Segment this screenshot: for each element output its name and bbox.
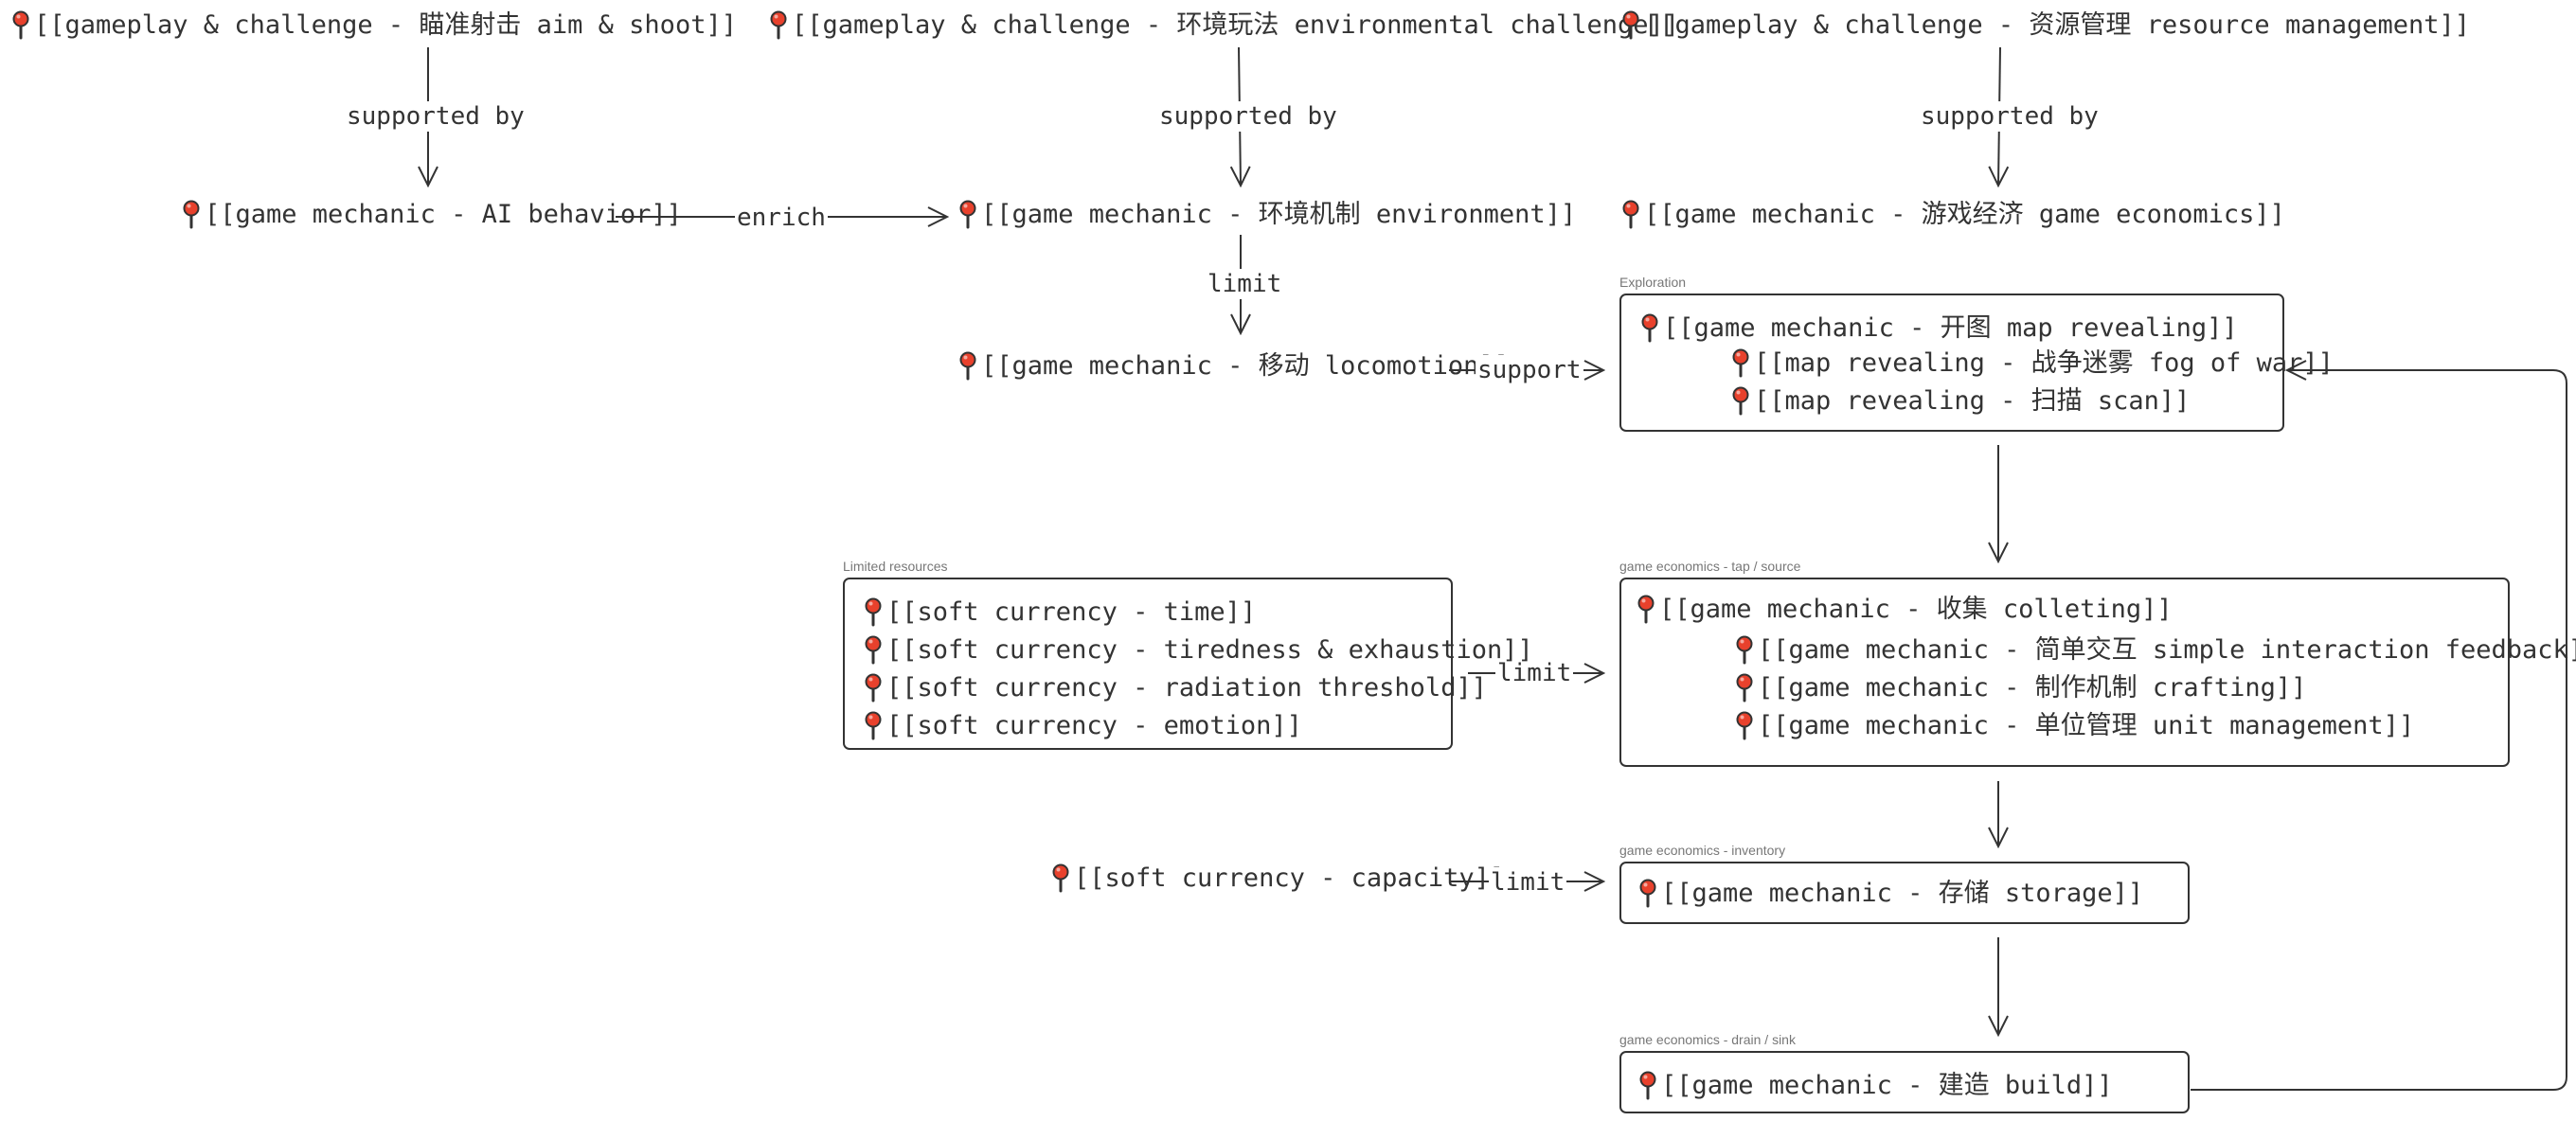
group-title-exploration: Exploration xyxy=(1619,275,1687,290)
node-locomotion[interactable]: [[game mechanic - 移动 locomotion]] xyxy=(958,349,1510,383)
map-pin-icon xyxy=(1051,862,1072,896)
node-label: [[soft currency - radiation threshold]] xyxy=(886,673,1487,703)
node-label: [[game mechanic - AI behavior]] xyxy=(205,200,682,229)
node-label: [[game mechanic - 简单交互 simple interactio… xyxy=(1758,635,2576,665)
edge-label-supported-by: supported by xyxy=(1919,101,2101,132)
node-crafting[interactable]: [[game mechanic - 制作机制 crafting]] xyxy=(1735,671,2306,705)
node-label: [[game mechanic - 制作机制 crafting]] xyxy=(1758,673,2307,703)
edge-label-limit: limit xyxy=(1206,269,1284,299)
edge-sink-loop-exploration xyxy=(2191,370,2567,1091)
node-time[interactable]: [[soft currency - time]] xyxy=(864,596,1256,630)
node-label: [[game mechanic - 游戏经济 game economics]] xyxy=(1644,200,2285,229)
node-map-revealing[interactable]: [[game mechanic - 开图 map revealing]] xyxy=(1640,311,2238,346)
node-ai-behavior[interactable]: [[game mechanic - AI behavior]] xyxy=(182,198,682,232)
node-label: [[gameplay & challenge - 环境玩法 environmen… xyxy=(792,10,1680,40)
edge-label-limit: limit xyxy=(1495,658,1574,688)
edge-label-limit: limit xyxy=(1489,867,1567,898)
node-label: [[soft currency - time]] xyxy=(886,597,1257,627)
map-pin-icon xyxy=(1621,9,1642,43)
node-label: [[map revealing - 战争迷雾 fog of war]] xyxy=(1754,348,2334,378)
group-title-inventory: game economics - inventory xyxy=(1619,843,1786,858)
node-label: [[game mechanic - 单位管理 unit management]] xyxy=(1758,711,2415,740)
node-radiation[interactable]: [[soft currency - radiation threshold]] xyxy=(864,671,1487,705)
node-unit-management[interactable]: [[game mechanic - 单位管理 unit management]] xyxy=(1735,709,2414,743)
group-title-limited-resources: Limited resources xyxy=(843,559,948,574)
map-pin-icon xyxy=(864,633,885,667)
map-pin-icon xyxy=(958,349,979,383)
node-capacity[interactable]: [[soft currency - capacity]] xyxy=(1051,862,1505,896)
map-pin-icon xyxy=(1638,1069,1659,1103)
node-environment[interactable]: [[game mechanic - 环境机制 environment]] xyxy=(958,198,1576,232)
node-tiredness[interactable]: [[soft currency - tiredness & exhaustion… xyxy=(864,633,1533,667)
node-storage[interactable]: [[game mechanic - 存储 storage]] xyxy=(1638,877,2143,911)
node-label: [[gameplay & challenge - 资源管理 resource m… xyxy=(1644,10,2471,40)
node-label: [[game mechanic - 开图 map revealing]] xyxy=(1663,313,2238,343)
map-pin-icon xyxy=(864,596,885,630)
node-label: [[game mechanic - 存储 storage]] xyxy=(1661,879,2144,908)
node-label: [[game mechanic - 移动 locomotion]] xyxy=(981,351,1510,381)
node-label: [[map revealing - 扫描 scan]] xyxy=(1754,386,2191,416)
node-aim-shoot[interactable]: [[gameplay & challenge - 瞄准射击 aim & shoo… xyxy=(11,9,737,43)
group-inventory xyxy=(1619,862,2190,924)
group-exploration xyxy=(1619,294,2284,432)
map-pin-icon xyxy=(769,9,790,43)
node-label: [[game mechanic - 建造 build]] xyxy=(1661,1071,2113,1100)
map-pin-icon xyxy=(958,198,979,232)
node-label: [[game mechanic - 收集 colleting]] xyxy=(1659,595,2173,624)
node-game-economics[interactable]: [[game mechanic - 游戏经济 game economics]] xyxy=(1621,198,2285,232)
group-title-drain-sink: game economics - drain / sink xyxy=(1619,1032,1796,1047)
group-limited-resources xyxy=(843,578,1453,750)
group-tap-source xyxy=(1619,578,2510,767)
node-scan[interactable]: [[map revealing - 扫描 scan]] xyxy=(1731,384,2190,418)
map-pin-icon xyxy=(11,9,32,43)
node-label: [[soft currency - tiredness & exhaustion… xyxy=(886,635,1533,665)
node-label: [[soft currency - capacity]] xyxy=(1074,863,1506,893)
map-pin-icon xyxy=(864,709,885,743)
map-pin-icon xyxy=(1731,347,1752,381)
map-pin-icon xyxy=(1731,384,1752,418)
node-emotion[interactable]: [[soft currency - emotion]] xyxy=(864,709,1302,743)
node-label: [[soft currency - emotion]] xyxy=(886,711,1302,740)
node-environmental-challenge[interactable]: [[gameplay & challenge - 环境玩法 environmen… xyxy=(769,9,1679,43)
map-pin-icon xyxy=(1640,311,1661,346)
edge-label-support: support xyxy=(1476,355,1583,385)
map-pin-icon xyxy=(864,671,885,705)
node-colleting[interactable]: [[game mechanic - 收集 colleting]] xyxy=(1637,593,2173,627)
map-pin-icon xyxy=(1735,671,1756,705)
group-drain-sink xyxy=(1619,1051,2190,1113)
map-pin-icon xyxy=(1735,709,1756,743)
node-fog-of-war[interactable]: [[map revealing - 战争迷雾 fog of war]] xyxy=(1731,347,2334,381)
edge-label-supported-by: supported by xyxy=(345,101,527,132)
group-title-tap-source: game economics - tap / source xyxy=(1619,559,1801,574)
map-pin-icon xyxy=(1638,877,1659,911)
node-label: [[gameplay & challenge - 瞄准射击 aim & shoo… xyxy=(34,10,737,40)
map-pin-icon xyxy=(182,198,203,232)
map-pin-icon xyxy=(1735,633,1756,667)
edge-label-enrich: enrich xyxy=(735,203,828,233)
node-label: [[game mechanic - 环境机制 environment]] xyxy=(981,200,1577,229)
node-resource-management[interactable]: [[gameplay & challenge - 资源管理 resource m… xyxy=(1621,9,2470,43)
map-pin-icon xyxy=(1621,198,1642,232)
node-simple-interaction[interactable]: [[game mechanic - 简单交互 simple interactio… xyxy=(1735,633,2576,667)
map-pin-icon xyxy=(1637,593,1657,627)
node-build[interactable]: [[game mechanic - 建造 build]] xyxy=(1638,1069,2113,1103)
edge-label-supported-by: supported by xyxy=(1157,101,1339,132)
